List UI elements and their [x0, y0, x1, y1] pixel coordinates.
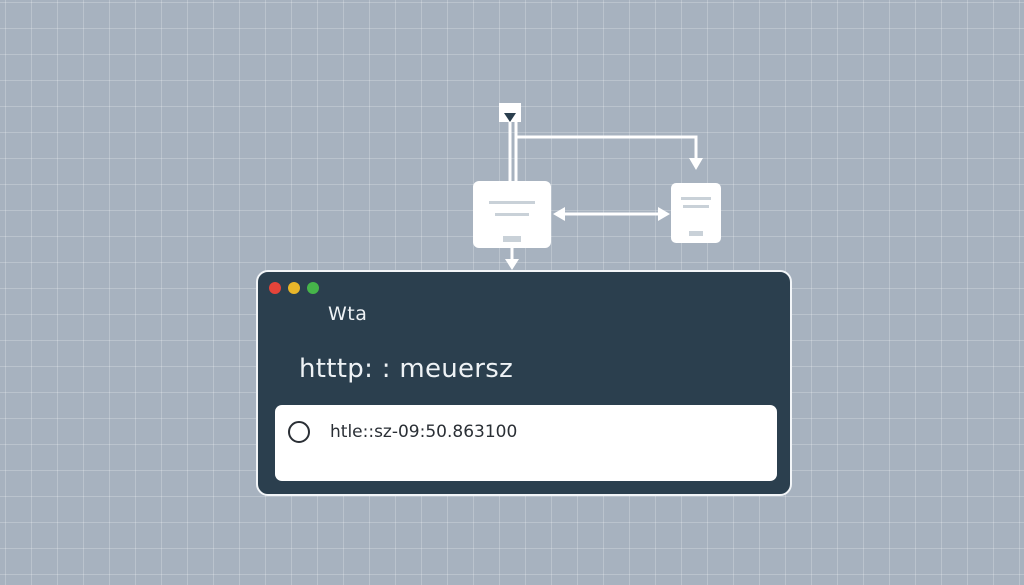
close-window-button[interactable]: [269, 282, 281, 294]
server-node-main: [473, 181, 551, 248]
window-controls: [269, 282, 319, 294]
url-text: htttp: : meuersz: [299, 354, 514, 384]
request-input-field[interactable]: htle::sz-09:50.863100: [275, 405, 777, 481]
browser-window: Wta htttp: : meuersz htle::sz-09:50.8631…: [256, 270, 792, 496]
window-title: Wta: [328, 303, 368, 325]
loop-arrow-connector: [516, 135, 703, 170]
top-down-arrow-icon: [499, 103, 521, 182]
server-node-secondary: [671, 183, 721, 243]
bidirectional-arrow: [553, 207, 670, 221]
minimize-window-button[interactable]: [288, 282, 300, 294]
input-value: htle::sz-09:50.863100: [330, 422, 518, 442]
bottom-down-arrow-icon: [505, 248, 519, 270]
radio-circle-icon[interactable]: [288, 421, 310, 443]
maximize-window-button[interactable]: [307, 282, 319, 294]
